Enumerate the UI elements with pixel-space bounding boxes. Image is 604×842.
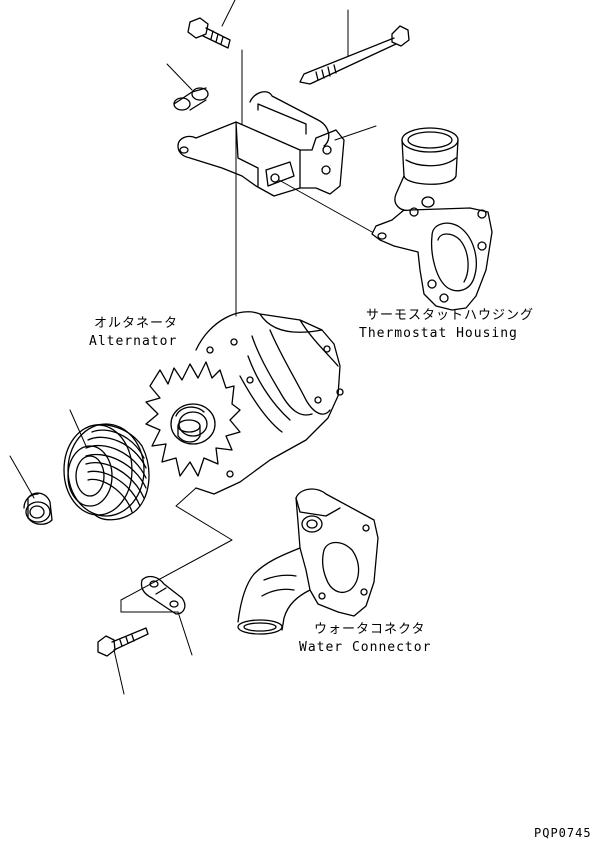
- alternator-bracket: [177, 91, 345, 197]
- pulley-nut: [23, 492, 53, 525]
- gasket: [140, 575, 186, 615]
- thermostat-housing-label-en: Thermostat Housing: [359, 326, 518, 341]
- alternator-label-jp: オルタネータ: [94, 316, 179, 331]
- long-bolt: [299, 25, 410, 85]
- water-connector: [237, 488, 379, 635]
- connector-bolt: [97, 627, 149, 657]
- figure-code: PQP0745: [534, 826, 592, 840]
- leader-lines: [9, 0, 377, 695]
- spacer: [173, 87, 209, 111]
- alternator: [145, 311, 344, 495]
- water-connector-label-jp: ウォータコネクタ: [314, 622, 426, 637]
- water-connector-label-en: Water Connector: [299, 640, 432, 655]
- thermostat-housing-label-jp: サーモスタットハウジング: [366, 308, 535, 323]
- thermostat-housing: [371, 127, 493, 311]
- alternator-label-en: Alternator: [89, 334, 178, 349]
- pulley: [63, 423, 150, 521]
- bracket-bolt: [187, 17, 231, 49]
